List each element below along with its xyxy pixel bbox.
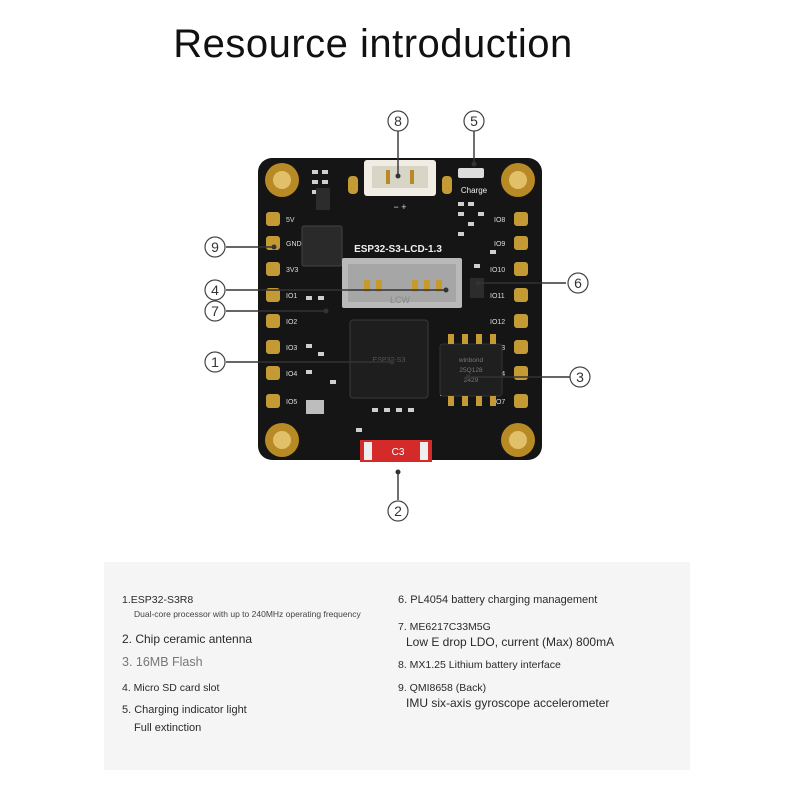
board-silkscreen: ESP32-S3-LCD-1.3 bbox=[354, 244, 442, 255]
flash-chip-text: 25Q128 bbox=[459, 367, 483, 374]
card-mark: LCW bbox=[390, 295, 411, 305]
left-pin-label: 3V3 bbox=[286, 267, 299, 274]
left-pin-header bbox=[266, 212, 280, 408]
left-pin-label: IO3 bbox=[286, 345, 297, 352]
resource-item-title: 2. Chip ceramic antenna bbox=[122, 632, 253, 646]
charge-led bbox=[458, 168, 484, 178]
right-pin-label: IO7 bbox=[494, 399, 505, 406]
callout-number: 6 bbox=[574, 275, 582, 291]
callout-number: 8 bbox=[394, 113, 402, 129]
resource-item-desc: Full extinction bbox=[134, 722, 202, 734]
callout-number: 4 bbox=[211, 282, 219, 298]
callout-dots bbox=[271, 161, 481, 475]
left-pin-label: IO4 bbox=[286, 371, 297, 378]
crystal bbox=[306, 400, 324, 414]
resource-item-title: 6. PL4054 battery charging management bbox=[398, 594, 598, 606]
left-pin-label: GND bbox=[286, 241, 302, 248]
left-pin-label: IO2 bbox=[286, 319, 297, 326]
resource-item-desc: Dual-core processor with up to 240MHz op… bbox=[134, 609, 361, 619]
flash-chip-text: 2429 bbox=[464, 377, 479, 384]
resource-list-right: 6. PL4054 battery charging management 7.… bbox=[398, 594, 688, 710]
resource-item-title: 7. ME6217C33M5G bbox=[398, 621, 491, 633]
resource-list-panel: 1.ESP32-S3R8 Dual-core processor with up… bbox=[104, 562, 690, 770]
resource-list-left: 1.ESP32-S3R8 Dual-core processor with up… bbox=[122, 594, 392, 735]
callout-number: 1 bbox=[211, 354, 219, 370]
resource-item-title: 5. Charging indicator light bbox=[122, 704, 247, 716]
page-title: Resource introduction bbox=[173, 22, 573, 66]
left-pin-label: IO1 bbox=[286, 293, 297, 300]
right-pin-label: IO10 bbox=[490, 267, 505, 274]
right-pin-label: IO12 bbox=[490, 319, 505, 326]
callout-number: 3 bbox=[576, 369, 584, 385]
left-pin-label: 5V bbox=[286, 217, 295, 224]
resource-item-title: 3. 16MB Flash bbox=[122, 655, 203, 669]
resource-item-title: 9. QMI8658 (Back) bbox=[398, 682, 487, 694]
antenna-label: C3 bbox=[392, 447, 405, 458]
esp32-chip bbox=[349, 319, 429, 399]
mounting-holes bbox=[265, 163, 535, 457]
resource-item-title: 1.ESP32-S3R8 bbox=[122, 594, 194, 606]
callout-circles bbox=[204, 110, 591, 522]
right-pin-label: IO11 bbox=[490, 293, 505, 300]
resource-item-title: 8. MX1.25 Lithium battery interface bbox=[398, 659, 561, 671]
flash-chip bbox=[439, 334, 503, 406]
resource-item-desc: IMU six-axis gyroscope accelerometer bbox=[406, 696, 610, 710]
smd-components bbox=[306, 170, 496, 432]
right-pin-label: IO9 bbox=[494, 241, 505, 248]
resource-item-title: 4. Micro SD card slot bbox=[122, 682, 220, 694]
right-pin-label: IO8 bbox=[494, 217, 505, 224]
sd-card-slot bbox=[342, 258, 462, 308]
ldo-chip bbox=[316, 188, 330, 210]
connector-marks: − + bbox=[393, 202, 406, 212]
callout-number: 9 bbox=[211, 239, 219, 255]
ceramic-antenna bbox=[360, 440, 432, 462]
esp32-chip-text: ESP32-S3 bbox=[373, 357, 406, 364]
board-diagram: 5V GND 3V3 IO1 IO2 IO3 IO4 IO5 IO8 IO9 I… bbox=[204, 110, 591, 522]
callout-number: 7 bbox=[211, 303, 219, 319]
callout-lines bbox=[226, 130, 570, 500]
right-pin-header bbox=[514, 212, 528, 408]
callout-number: 2 bbox=[394, 503, 402, 519]
imu-chip bbox=[301, 225, 343, 267]
callout-number: 5 bbox=[470, 113, 478, 129]
resource-item-desc: Low E drop LDO, current (Max) 800mA bbox=[406, 635, 615, 649]
left-pin-label: IO5 bbox=[286, 399, 297, 406]
flash-chip-text: winbond bbox=[458, 357, 484, 364]
charge-label: Charge bbox=[461, 186, 488, 195]
